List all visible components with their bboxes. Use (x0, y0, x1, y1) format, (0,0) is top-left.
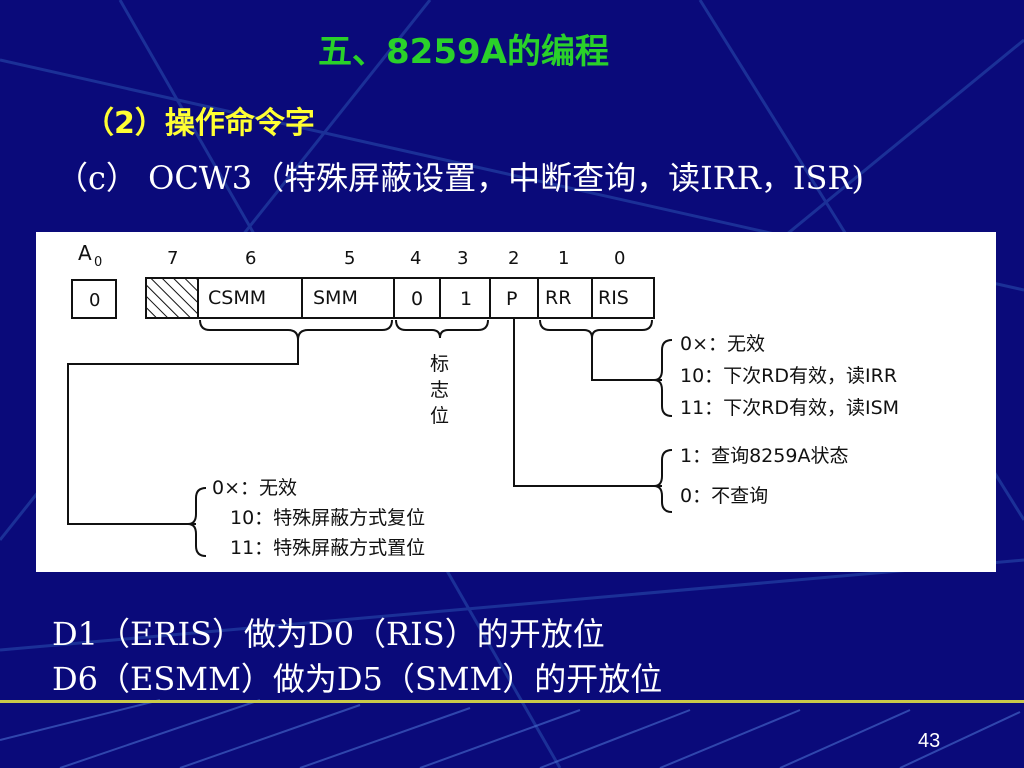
note-esmm: D6（ESMM）做为D5（SMM）的开放位 (52, 660, 663, 698)
ocw3-format-diagram: A 0 0 7 6 5 4 3 2 1 0 CSMM SMM 0 1 P RR … (36, 232, 996, 572)
bit-number-2: 2 (508, 248, 519, 269)
a0-value: 0 (89, 290, 100, 311)
smm-options-brace (187, 487, 207, 557)
bit6-field: CSMM (208, 287, 266, 309)
a0-subscript: 0 (94, 255, 102, 270)
rr-ris-brace (539, 319, 653, 339)
smm-connector (67, 340, 299, 525)
bit-number-7: 7 (167, 248, 178, 269)
a0-label: A (78, 241, 92, 265)
flag-label-3: 位 (430, 405, 449, 427)
flag-label-1: 标 (430, 353, 449, 375)
flag-label-2: 志 (430, 379, 449, 401)
bit-number-3: 3 (457, 248, 468, 269)
bit-number-5: 5 (344, 248, 355, 269)
a0-box (71, 279, 117, 319)
p-options-brace (653, 449, 673, 513)
bit7-box (145, 277, 199, 319)
p-option-1: 1：查询8259A状态 (680, 445, 848, 467)
bit4-field: 0 (411, 288, 423, 310)
rr-ris-option-11: 11：下次RD有效，读ISM (680, 397, 899, 419)
bit0-field: RIS (598, 287, 629, 309)
note-eris: D1（ERIS）做为D0（RIS）的开放位 (52, 615, 605, 653)
rr-ris-options-brace (653, 339, 673, 417)
flag-brace (395, 319, 489, 339)
smm-option-10: 10：特殊屏蔽方式复位 (230, 507, 425, 529)
rr-ris-option-10: 10：下次RD有效，读IRR (680, 365, 897, 387)
smm-brace (199, 319, 393, 341)
bit0-box (591, 277, 655, 319)
bit-number-1: 1 (558, 248, 569, 269)
bit-number-0: 0 (614, 248, 625, 269)
smm-option-0: 0×：无效 (212, 477, 297, 499)
bit1-field: RR (545, 287, 571, 309)
page-number: 43 (918, 730, 941, 752)
rr-ris-option-0: 0×：无效 (680, 333, 765, 355)
bit5-field: SMM (313, 287, 358, 309)
p-connector (513, 318, 662, 487)
bit-number-6: 6 (245, 248, 256, 269)
p-option-0: 0：不查询 (680, 485, 768, 507)
bit-number-4: 4 (410, 248, 421, 269)
bottom-rule (0, 700, 1024, 703)
smm-option-11: 11：特殊屏蔽方式置位 (230, 537, 425, 559)
bit3-field: 1 (460, 288, 472, 310)
slide-subtitle: （2）操作命令字 (84, 106, 315, 141)
slide-title: 五、8259A的编程 (318, 32, 609, 72)
bit2-field: P (506, 288, 517, 310)
rr-ris-connector (591, 338, 662, 381)
section-heading: （c） OCW3（特殊屏蔽设置，中断查询，读IRR，ISR) (56, 159, 865, 197)
